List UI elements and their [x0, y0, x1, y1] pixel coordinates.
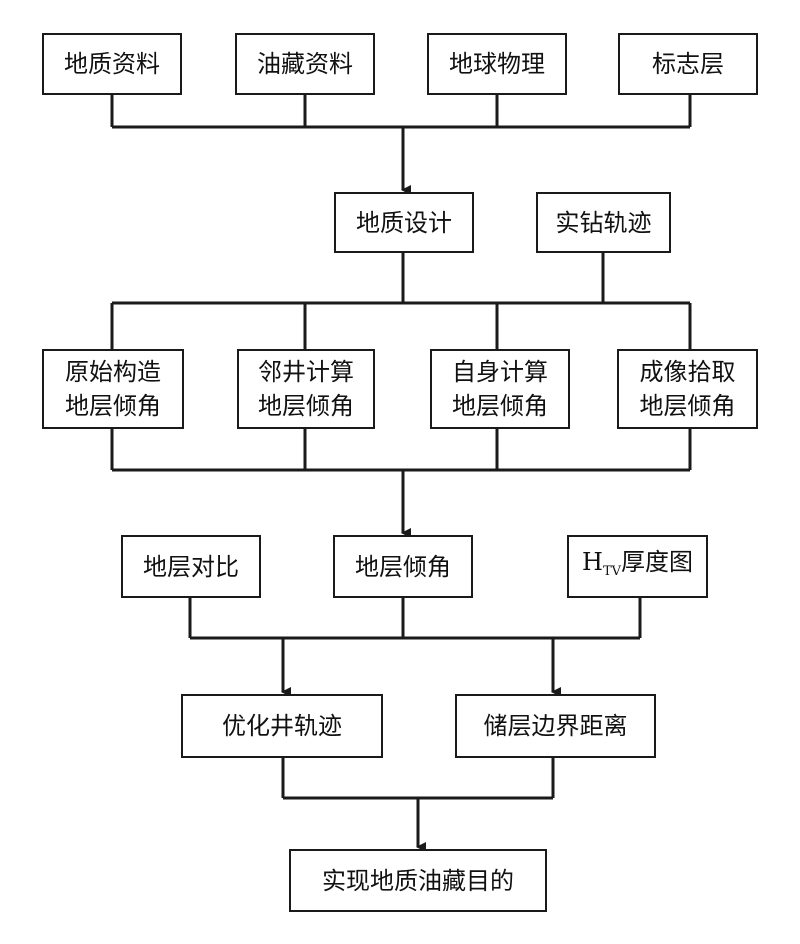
node-geological-design: 地质设计	[334, 192, 474, 253]
node-label: 地球物理	[449, 50, 545, 78]
node-label-line1: 邻井计算	[258, 358, 354, 386]
node-optimize-track: 优化井轨迹	[181, 694, 383, 758]
node-actual-track: 实钻轨迹	[536, 192, 671, 253]
node-label-line1: 原始构造	[65, 358, 161, 386]
node-goal: 实现地质油藏目的	[289, 849, 547, 912]
node-original-dip: 原始构造地层倾角	[42, 349, 184, 429]
node-label: 标志层	[652, 50, 724, 78]
node-strata-comparison: 地层对比	[121, 535, 261, 598]
node-label: 储层边界距离	[483, 712, 628, 740]
node-label-line2: 地层倾角	[452, 392, 548, 420]
node-label: 实钻轨迹	[555, 208, 652, 237]
node-label: 油藏资料	[257, 50, 353, 78]
htv-rest: 厚度图	[621, 547, 693, 576]
node-label-line2: 地层倾角	[258, 392, 354, 420]
node-label: 地质设计	[356, 208, 452, 237]
node-reservoir-data: 油藏资料	[235, 33, 375, 95]
node-strata-dip: 地层倾角	[333, 535, 473, 598]
node-reservoir-boundary: 储层边界距离	[455, 694, 656, 758]
node-label: 地层对比	[143, 552, 239, 581]
node-label-line2: 地层倾角	[65, 392, 161, 420]
node-label: 地质资料	[64, 50, 160, 78]
node-self-calc-dip: 自身计算地层倾角	[430, 349, 570, 429]
node-geology-data: 地质资料	[42, 33, 182, 95]
node-label-line2: 地层倾角	[639, 392, 736, 420]
node-marker-layer: 标志层	[618, 33, 758, 95]
node-geophysics: 地球物理	[427, 33, 567, 95]
node-imaging-dip: 成像拾取地层倾角	[617, 349, 758, 429]
node-label: 地层倾角	[355, 552, 451, 581]
htv-sub: TV	[602, 563, 621, 579]
node-htv-thickness-map: HTV厚度图	[567, 535, 708, 598]
htv-main: H	[582, 547, 603, 576]
node-label: 优化井轨迹	[222, 712, 342, 740]
node-label: 实现地质油藏目的	[322, 866, 514, 895]
node-label-line1: 自身计算	[452, 358, 548, 386]
node-label-line1: 成像拾取	[639, 358, 736, 386]
node-offset-well-dip: 邻井计算地层倾角	[237, 349, 375, 429]
node-label: HTV厚度图	[582, 545, 693, 589]
